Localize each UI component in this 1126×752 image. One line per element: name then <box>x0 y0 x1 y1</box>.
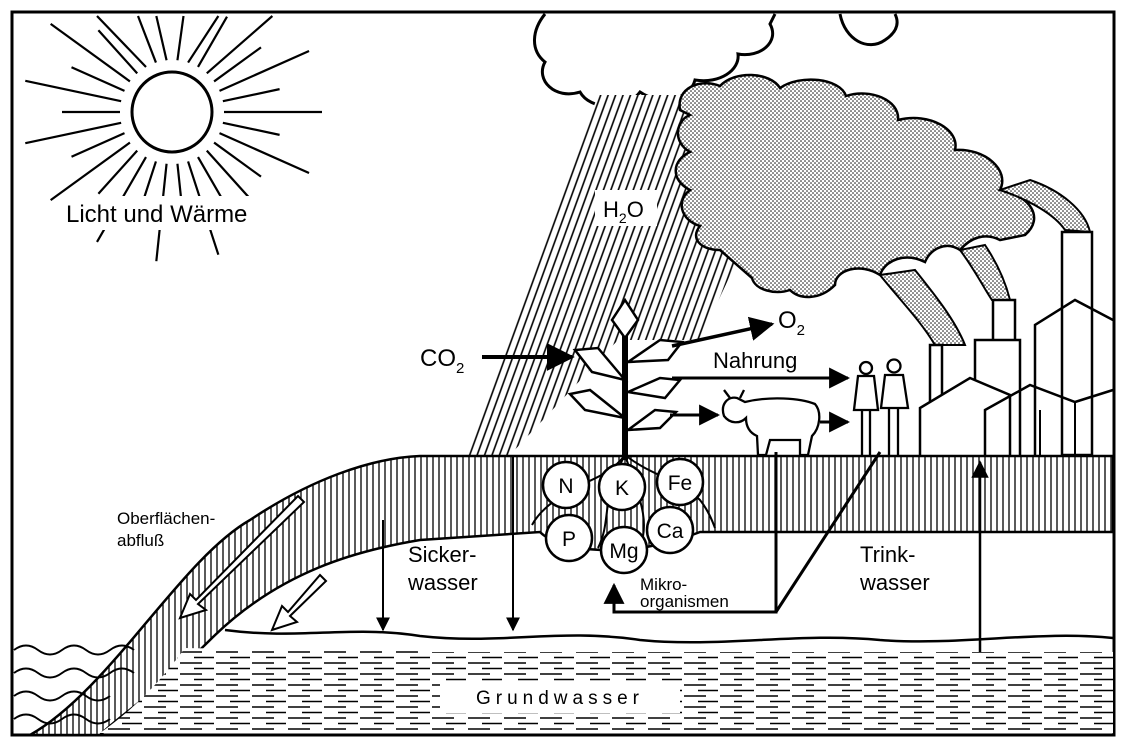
microbes-label-bg <box>636 573 770 609</box>
sun-ray <box>219 132 310 175</box>
seepage-label-line1: Sicker- <box>408 542 476 567</box>
h2o-label-bg <box>595 190 657 226</box>
sun-ray <box>213 141 262 178</box>
runoff-label-line1: Oberflächen- <box>117 509 215 528</box>
nutrient-circle <box>599 525 649 575</box>
nutrient-label: P <box>562 528 576 551</box>
human-connector <box>774 451 882 613</box>
sun-ray <box>71 132 125 158</box>
microbes-connector <box>603 452 778 614</box>
sun-ray <box>176 15 185 61</box>
sun-ray <box>25 121 122 145</box>
nutrient-circle <box>655 457 705 507</box>
microbes-label-line1: Mikro- <box>640 575 687 594</box>
nutrient-label: K <box>615 477 629 500</box>
sun-ray <box>206 15 274 75</box>
o2-label: O2 <box>778 307 805 339</box>
cow-icon <box>721 389 821 457</box>
nutrient-label: Mg <box>609 540 638 563</box>
nutrient-circle <box>544 513 594 563</box>
nutrient-circles: N K FeP Mg Ca <box>541 457 705 575</box>
h2o-label: H2O <box>603 197 644 226</box>
sun-ray <box>219 49 310 92</box>
plant-icon <box>567 297 685 460</box>
sun-label-bg <box>60 196 286 230</box>
sun-ray <box>71 66 125 92</box>
nutrient-label: N <box>558 475 573 498</box>
sun-ray <box>50 141 131 202</box>
sun-ray <box>222 121 280 136</box>
sun-ray <box>187 15 220 64</box>
sun-ray <box>97 29 139 75</box>
cloud-icon <box>533 13 777 108</box>
cloud-icon-right <box>838 13 899 47</box>
nutrient-label: Fe <box>668 472 693 495</box>
o2-arrow <box>671 316 775 348</box>
runoff-arrows <box>178 494 328 632</box>
sun-ray <box>50 22 131 83</box>
sun-ray <box>96 15 147 68</box>
nutrient-circle <box>541 460 591 510</box>
microbes-label-line2: organismen <box>640 592 729 611</box>
people-icon <box>852 358 910 455</box>
drinking-label-line2: wasser <box>859 570 930 595</box>
food-label-bg <box>708 346 816 372</box>
sun-ray <box>97 149 139 195</box>
runoff-label-line2: abfluß <box>117 531 164 550</box>
sun-ray <box>213 46 262 83</box>
factory <box>918 230 1114 457</box>
sun-ray <box>155 15 168 61</box>
nutrient-circle <box>597 462 647 512</box>
sun-ray <box>197 16 228 68</box>
sun-ray <box>136 15 157 63</box>
food-label: Nahrung <box>713 348 797 373</box>
nutrient-label: Ca <box>657 520 684 543</box>
sun-ray <box>222 88 280 103</box>
drinking-label-line1: Trink- <box>860 542 915 567</box>
nutrient-circle <box>645 505 695 555</box>
sun-label: Licht und Wärme <box>66 201 247 228</box>
seepage-arrows <box>376 456 520 632</box>
groundwater-label-bg <box>440 683 680 713</box>
groundwater-label: Grundwasser <box>476 688 644 709</box>
water-table <box>224 628 1114 644</box>
seepage-label-line2: wasser <box>407 570 478 595</box>
smoke-plume <box>878 268 967 346</box>
sun-ray <box>25 79 122 103</box>
lake-waves <box>13 644 135 725</box>
co2-label: CO2 <box>420 345 464 377</box>
